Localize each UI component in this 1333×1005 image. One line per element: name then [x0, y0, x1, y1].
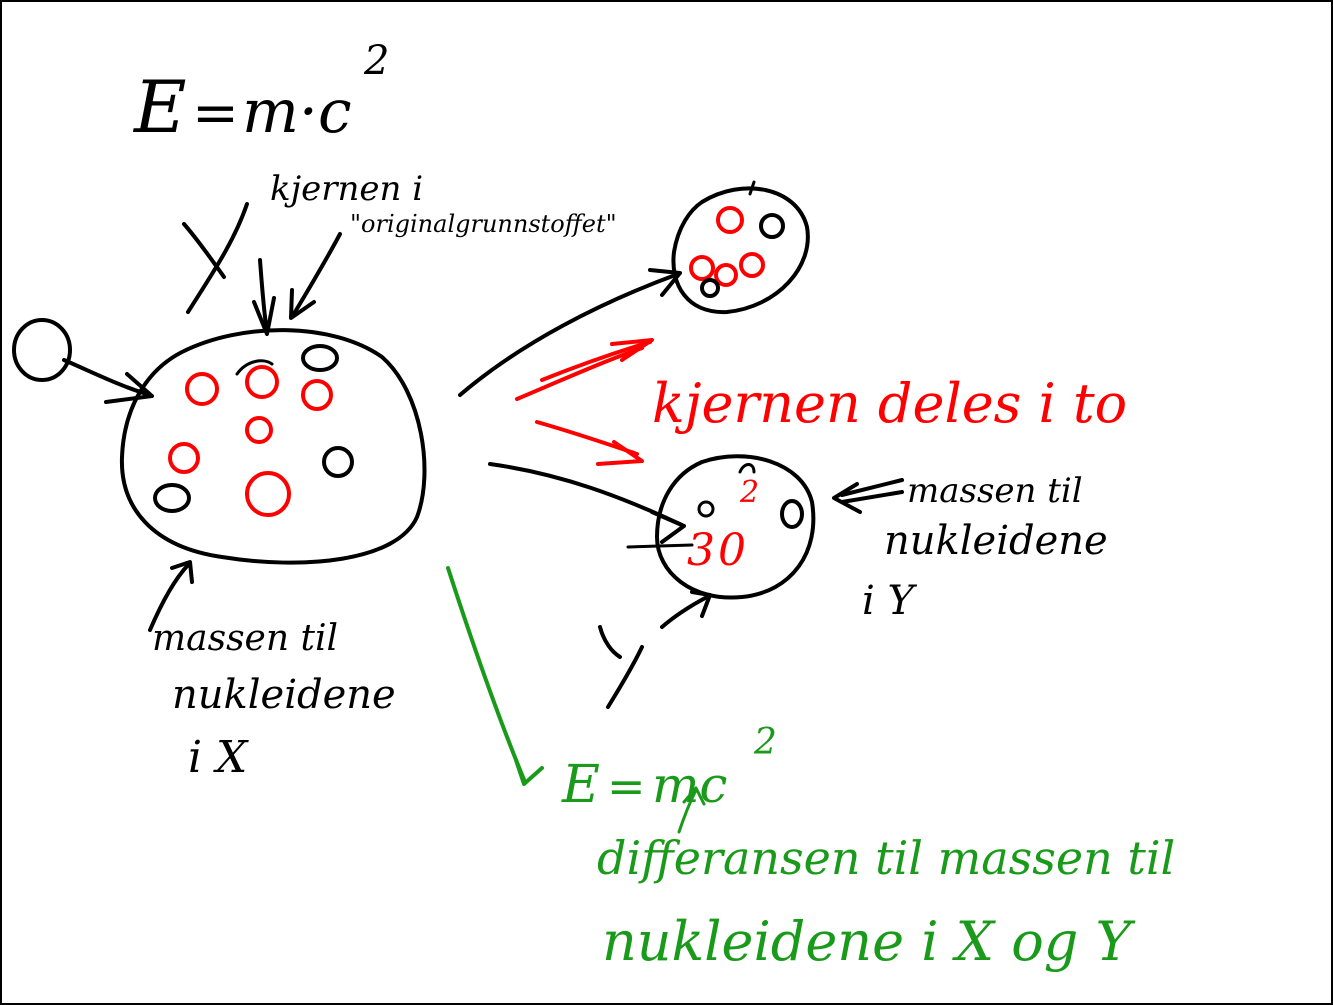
- big-nucleus-outline: [119, 328, 427, 565]
- red-arrow-upper: [515, 346, 644, 401]
- bottom-fragment: 2 3 0: [626, 454, 816, 600]
- big-nucleus-mark: [235, 359, 274, 376]
- fragment-digit-mid: 0: [718, 525, 746, 576]
- red-arrow-upper-2: [540, 340, 652, 382]
- big-nucleus: [119, 328, 427, 565]
- incoming-neutron: [12, 318, 154, 404]
- proton: [739, 252, 765, 278]
- x-letter-stroke-2: [186, 202, 249, 314]
- proton: [716, 206, 744, 234]
- neutron-circle: [12, 318, 72, 382]
- split-arrows: [458, 268, 686, 544]
- massen-x-arrow: [148, 563, 190, 632]
- arrow-to-bottom-fragment-head: [650, 510, 686, 544]
- fragment-digit-left: 3: [687, 525, 715, 576]
- neutron: [759, 213, 785, 239]
- formula-green-exponent: 2: [753, 722, 777, 763]
- kjernen-label-line2: "originalgrunnstoffet": [350, 210, 617, 238]
- red-arrow-upper-head: [610, 338, 654, 362]
- proton: [689, 255, 715, 281]
- y-arrow-head: [690, 590, 712, 618]
- green-arrow-head: [514, 758, 544, 786]
- y-arrow: [660, 595, 709, 629]
- red-arrow-lower-head: [596, 440, 644, 466]
- massen-x-arrow-head: [170, 560, 194, 584]
- formula-top: E = m·c 2: [132, 38, 389, 149]
- bottom-fragment-outline: [655, 454, 816, 600]
- neutron: [322, 446, 354, 478]
- kjernen-deles-label: kjernen deles i to: [652, 372, 1127, 435]
- formula-top-rhs: m·c: [242, 77, 352, 147]
- green-arrow: [446, 566, 527, 784]
- neutron: [153, 483, 191, 513]
- formula-top-lhs: E: [132, 65, 187, 149]
- red-annotation: kjernen deles i to: [515, 338, 1127, 466]
- arrow-to-top-fragment: [458, 272, 680, 397]
- green-small-arrow-head: [682, 786, 706, 806]
- neutron: [301, 344, 339, 372]
- massen-y-arrow-1: [840, 478, 904, 497]
- x-letter-stroke-1: [182, 222, 226, 279]
- green-small-arrow: [677, 788, 698, 834]
- massen-y-line3: i Y: [862, 578, 918, 624]
- proton: [245, 471, 291, 517]
- y-letter-stroke-1: [598, 625, 622, 659]
- kjernen-label-line1: kjernen i: [270, 169, 423, 209]
- formula-top-exponent: 2: [363, 38, 389, 84]
- formula-top-eq: =: [192, 81, 239, 146]
- bottom-fragment-mark: [738, 463, 756, 474]
- proton: [185, 372, 219, 406]
- big-nucleus-protons: [168, 365, 333, 517]
- top-fragment: [671, 180, 810, 315]
- arrow-to-top-fragment-head: [648, 268, 682, 297]
- proton: [245, 365, 279, 399]
- massen-x-annotation: massen til nukleidene i X: [148, 560, 396, 783]
- massen-y-annotation: massen til nukleidene i Y: [832, 471, 1108, 624]
- diff-line1: differansen til massen til: [597, 831, 1175, 885]
- massen-x-line1: massen til: [152, 618, 338, 659]
- arrow-kjernen-2-head: [289, 288, 316, 320]
- big-nucleus-neutrons: [153, 344, 354, 513]
- formula-green-eq: =: [607, 759, 646, 813]
- arrow-kjernen-1-head: [252, 296, 276, 336]
- neutron: [780, 499, 804, 529]
- y-letter-stroke-2: [606, 645, 644, 709]
- arrow-kjernen-2: [290, 232, 342, 319]
- proton: [301, 379, 333, 411]
- neutron: [700, 278, 720, 298]
- massen-y-line1: massen til: [907, 471, 1083, 511]
- y-annotation: [598, 590, 712, 709]
- massen-y-line2: nukleidene: [884, 518, 1108, 564]
- arrow-to-bottom-fragment: [488, 462, 684, 527]
- x-annotation: kjernen i "originalgrunnstoffet": [182, 169, 617, 336]
- proton: [245, 416, 273, 444]
- massen-y-arrow-2: [840, 490, 904, 504]
- massen-x-line3: i X: [188, 732, 249, 783]
- neutron-arrow-head: [104, 372, 154, 404]
- neutron: [697, 500, 715, 518]
- proton: [168, 442, 200, 474]
- fragment-digit-top: 2: [739, 475, 759, 510]
- proton: [714, 263, 738, 287]
- massen-y-arrow-head: [832, 482, 862, 514]
- top-fragment-outline: [671, 186, 810, 315]
- neutron-arrow-shaft: [62, 358, 152, 397]
- massen-x-line2: nukleidene: [172, 672, 396, 718]
- diff-line2: nukleidene i X og Y: [602, 910, 1135, 973]
- formula-green-lhs: E: [561, 755, 600, 815]
- bottom-fragment-tick: [626, 543, 694, 549]
- top-fragment-mark: [748, 180, 756, 196]
- green-annotation: E = mc 2 differansen til massen til nukl…: [446, 566, 1175, 973]
